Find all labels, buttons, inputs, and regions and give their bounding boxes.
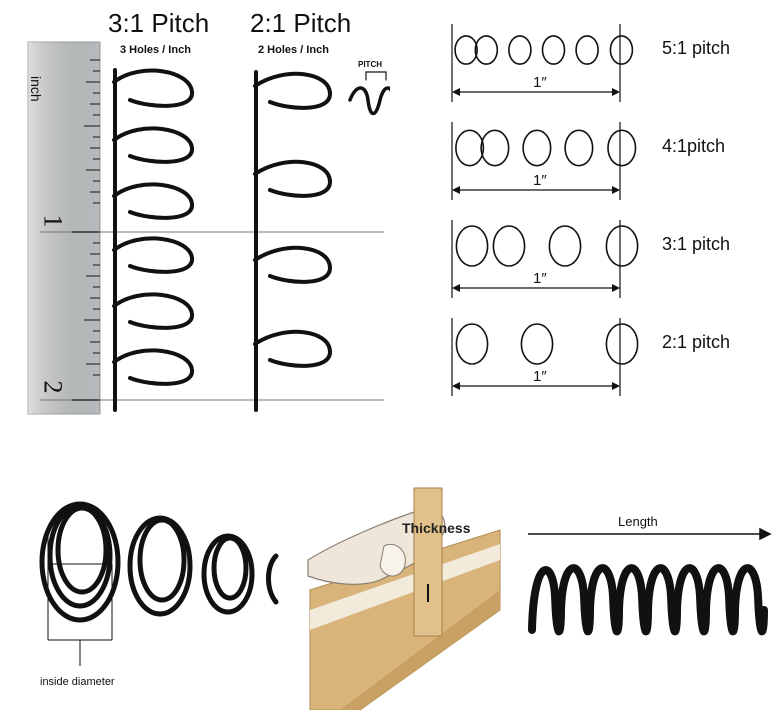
wire-3-to-1 [112,68,194,412]
span-label: 1″ [530,172,550,189]
inside-diameter-label: inside diameter [40,676,115,688]
hole [609,35,634,65]
arrow-head [612,382,620,390]
hole [455,225,489,267]
pitch-row-3 [451,220,639,298]
arrow-head [452,284,460,292]
span-label: 1″ [530,270,550,287]
coil-tiny [266,553,279,605]
pitch-label: 2:1 pitch [662,332,731,352]
arrow-head [612,88,620,96]
length-arrow [528,527,772,541]
hole [575,35,599,65]
pitch-hole-diagram [451,24,639,396]
arrow-head [612,284,620,292]
wire-2-to-1 [253,70,333,412]
pitch-row-2 [451,122,637,200]
thickness-label: Thickness [402,520,471,536]
pitch-row-4 [451,318,639,396]
hole [508,35,532,65]
hole [607,129,637,167]
hole [520,323,554,365]
hole [454,35,478,65]
ruler-mark-1: 1 [38,214,68,228]
span-label: 1″ [530,368,550,385]
thickness-book [307,487,501,710]
ruler-unit-label: inch [28,76,44,102]
hole [605,225,639,267]
coil-large [39,501,121,623]
arrow-head [612,186,620,194]
pitch-hole-chart: 1″ 5:1 pitch 1″ 4:1pitch 1″ 3:1 pitch 1″ 2:1 pi… [440,20,760,410]
coil-medium [127,515,193,617]
hole [455,323,489,365]
subheading-3-to-1: 3 Holes / Inch [120,44,191,56]
hole [455,129,485,167]
length-coil [528,527,772,636]
ruler-wire-photo: 3:1 Pitch 3 Holes / Inch 2:1 Pitch 2 Hol… [0,0,390,420]
spiral-coil [528,564,768,636]
ruler-wire-illustration [27,41,390,415]
hole [564,129,594,167]
length-illustration: Length [520,500,777,660]
hole [480,129,510,167]
pitch-row-1 [451,24,634,102]
thickness-illustration: Thickness [300,480,510,710]
hole [605,323,639,365]
thickness-gauge [413,487,443,637]
pitch-tag: PITCH [358,60,382,69]
arrow-head [452,186,460,194]
hole [492,225,526,267]
hole [522,129,552,167]
span-label: 1″ [530,74,550,91]
pitch-label: 3:1 pitch [662,234,731,254]
inside-diameter-marker [47,530,113,666]
pitch-label: 4:1pitch [662,136,726,156]
hole [548,225,582,267]
length-label: Length [618,514,658,529]
heading-2-to-1: 2:1 Pitch [250,8,352,38]
coil-small [201,533,255,615]
pitch-coil-icon [348,71,390,116]
arrow-head [452,382,460,390]
pitch-label: 5:1 pitch [662,38,731,58]
hole [474,35,499,65]
inside-diameter-illustration: inside diameter [0,470,290,710]
subheading-2-to-1: 2 Holes / Inch [258,44,329,56]
heading-3-to-1: 3:1 Pitch [108,8,210,38]
arrow-head [452,88,460,96]
ruler-mark-2: 2 [38,380,68,394]
coil-rings [39,501,279,666]
hole [541,35,566,65]
